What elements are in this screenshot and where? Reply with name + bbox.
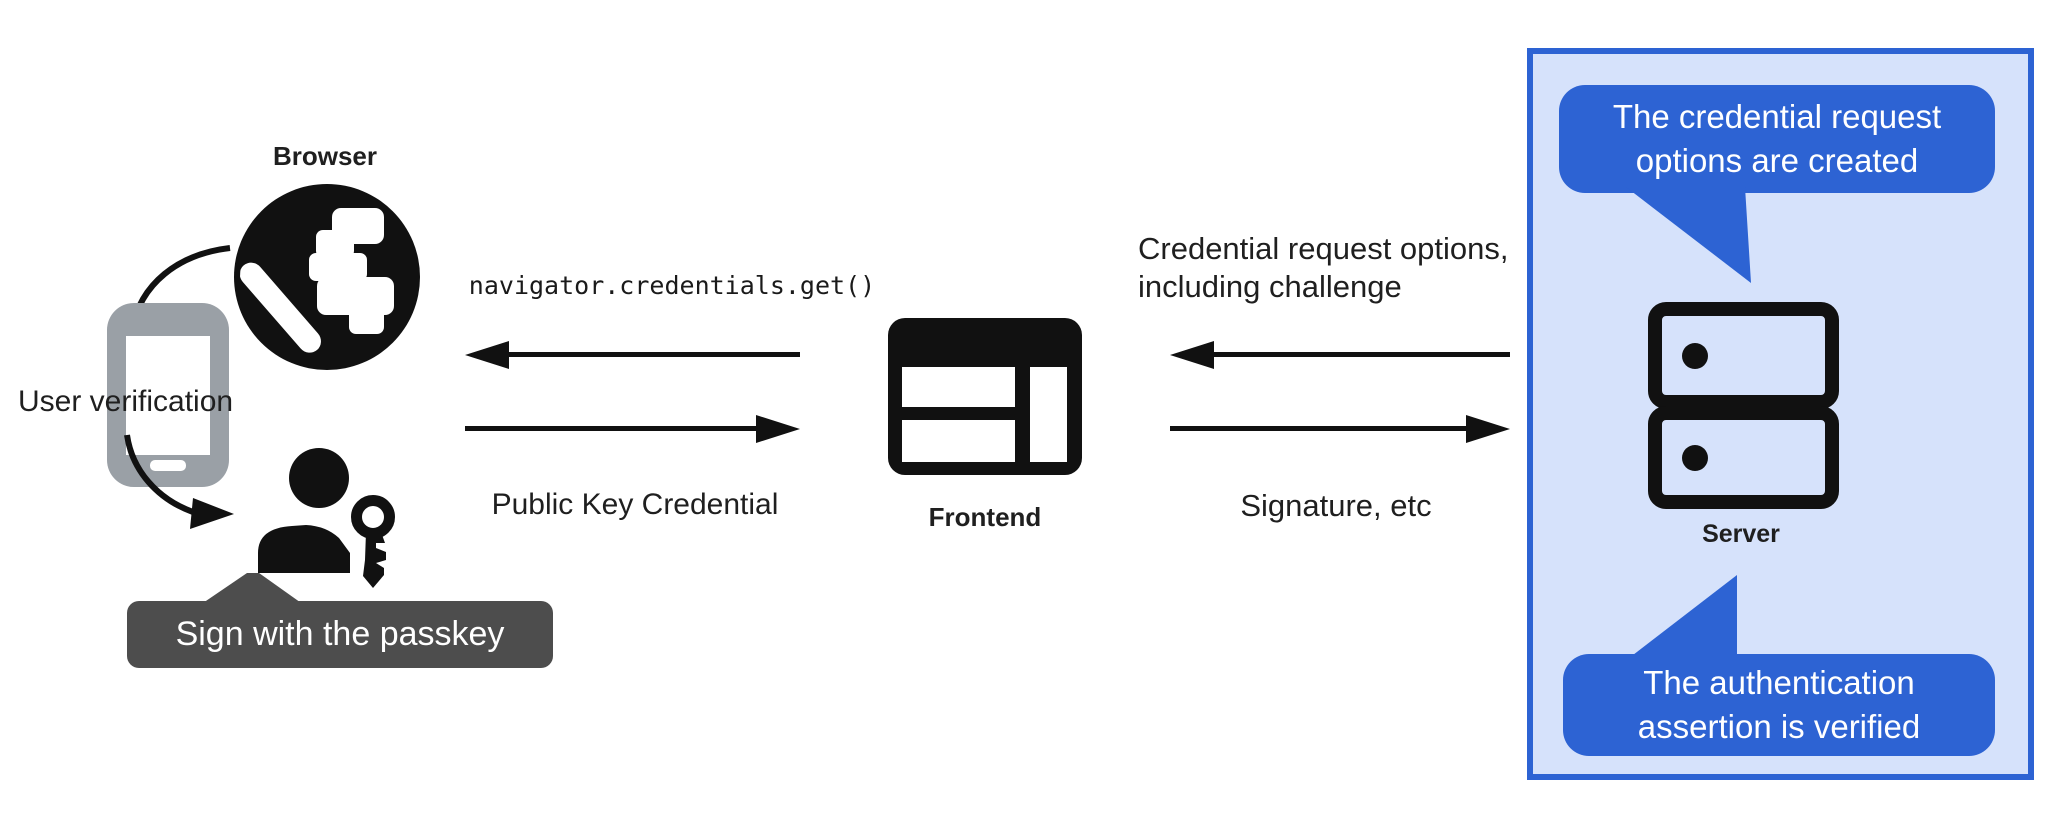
sign-with-passkey-tooltip: Sign with the passkey bbox=[127, 601, 553, 668]
credential-request-line1: Credential request options, bbox=[1138, 231, 1509, 266]
frontend-label: Frontend bbox=[928, 502, 1042, 532]
authentication-bubble-tail bbox=[1633, 575, 1737, 655]
frontend-to-server-arrow bbox=[1170, 415, 1510, 443]
key-icon bbox=[351, 495, 395, 588]
server-to-frontend-arrow bbox=[1170, 341, 1510, 369]
authentication-verified-bubble: The authentication assertion is verified bbox=[1563, 654, 1995, 756]
tooltip-tail bbox=[200, 573, 304, 605]
phone-icon bbox=[107, 303, 229, 487]
tooltip-text: Sign with the passkey bbox=[175, 615, 505, 653]
server-icon bbox=[1648, 302, 1839, 509]
bubble-bottom-line1: The authentication bbox=[1643, 664, 1915, 701]
user-verification-label: User verification bbox=[18, 385, 234, 418]
credentials-get-code: navigator.credentials.get() bbox=[468, 271, 876, 300]
arrowhead-right-icon bbox=[756, 415, 800, 443]
bubble-bottom-line2: assertion is verified bbox=[1637, 708, 1921, 745]
bubble-top-line1: The credential request bbox=[1612, 98, 1942, 135]
server-panel: The credential request options are creat… bbox=[1527, 48, 2034, 780]
credential-request-options-label: Credential request options, including ch… bbox=[1138, 230, 1509, 306]
signature-label: Signature, etc bbox=[1240, 488, 1432, 523]
browser-window-icon bbox=[888, 318, 1082, 475]
credential-options-bubble: The credential request options are creat… bbox=[1559, 85, 1995, 193]
browser-label: Browser bbox=[272, 141, 378, 171]
person-icon bbox=[258, 448, 395, 588]
arrowhead-left-icon bbox=[1170, 341, 1214, 369]
server-label: Server bbox=[1702, 520, 1780, 548]
globe-icon bbox=[234, 184, 420, 370]
arrowhead-left-icon bbox=[465, 341, 509, 369]
arrowhead-right-icon bbox=[1466, 415, 1510, 443]
browser-to-frontend-arrow bbox=[465, 415, 800, 443]
public-key-credential-label: Public Key Credential bbox=[491, 488, 779, 521]
credential-request-line2: including challenge bbox=[1138, 269, 1402, 304]
frontend-to-browser-arrow bbox=[465, 341, 800, 369]
bubble-top-line2: options are created bbox=[1635, 142, 1919, 179]
credential-options-bubble-tail bbox=[1626, 187, 1751, 283]
phone-to-user-arrow bbox=[124, 434, 234, 529]
